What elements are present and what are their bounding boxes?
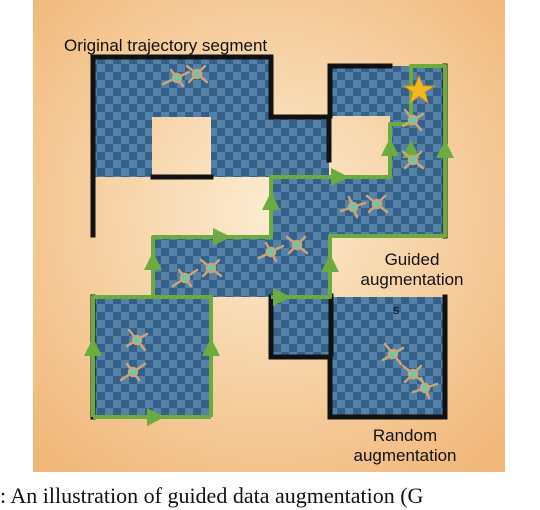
trajectory-arrow-icon (273, 288, 291, 306)
ant-agent-icon (125, 328, 149, 352)
ant-agent-icon (285, 235, 309, 255)
ant-agent-icon (119, 362, 147, 382)
ant-agent-icon (257, 241, 285, 263)
trajectory-arrow-icon (202, 338, 220, 356)
guided-augmentation-label: Guided augmentation (342, 250, 482, 290)
trajectory-arrow-icon (436, 140, 454, 158)
trajectory-arrow-icon (331, 168, 349, 186)
ant-agent-icon (199, 258, 223, 278)
trajectory-arrow-icon (147, 408, 165, 426)
ant-agent-icon (401, 108, 425, 132)
trajectory-arrow-icon (144, 252, 162, 270)
trajectory-arrow-icon (262, 192, 280, 210)
ant-agent-icon (185, 64, 209, 84)
guided-left-path (91, 295, 153, 417)
maze-floor (93, 57, 445, 417)
maze-figure (33, 0, 505, 472)
guided-label-line2: augmentation (360, 270, 464, 289)
ant-agent-icon (339, 195, 367, 219)
trajectory-arrow-icon (381, 138, 399, 156)
ant-agent-icon (381, 342, 405, 366)
guided-label-line1: Guided (384, 250, 440, 269)
ant-agent-icon (171, 268, 199, 288)
trajectory-arrow-icon (321, 254, 339, 272)
original-trajectory-path (151, 64, 447, 417)
random-label-line1: Random (372, 426, 438, 445)
trajectory-arrow-icon (84, 338, 102, 356)
guided-stray-letter: s (393, 302, 400, 317)
ant-agent-icon (401, 364, 425, 384)
ant-agent-icon (365, 194, 389, 214)
ant-agents (119, 64, 439, 400)
ant-agent-icon (411, 376, 439, 400)
trajectory-arrows (84, 138, 454, 426)
ant-agent-icon (401, 150, 425, 170)
figure-caption: : An illustration of guided data augment… (0, 483, 424, 508)
star-icon (402, 74, 436, 105)
trajectory-arrow-icon (213, 228, 231, 246)
random-label-line2: augmentation (353, 446, 457, 465)
original-trajectory-label: Original trajectory segment (64, 36, 268, 55)
ant-agent-icon (161, 68, 191, 88)
random-augmentation-label: Random augmentation (340, 426, 470, 466)
